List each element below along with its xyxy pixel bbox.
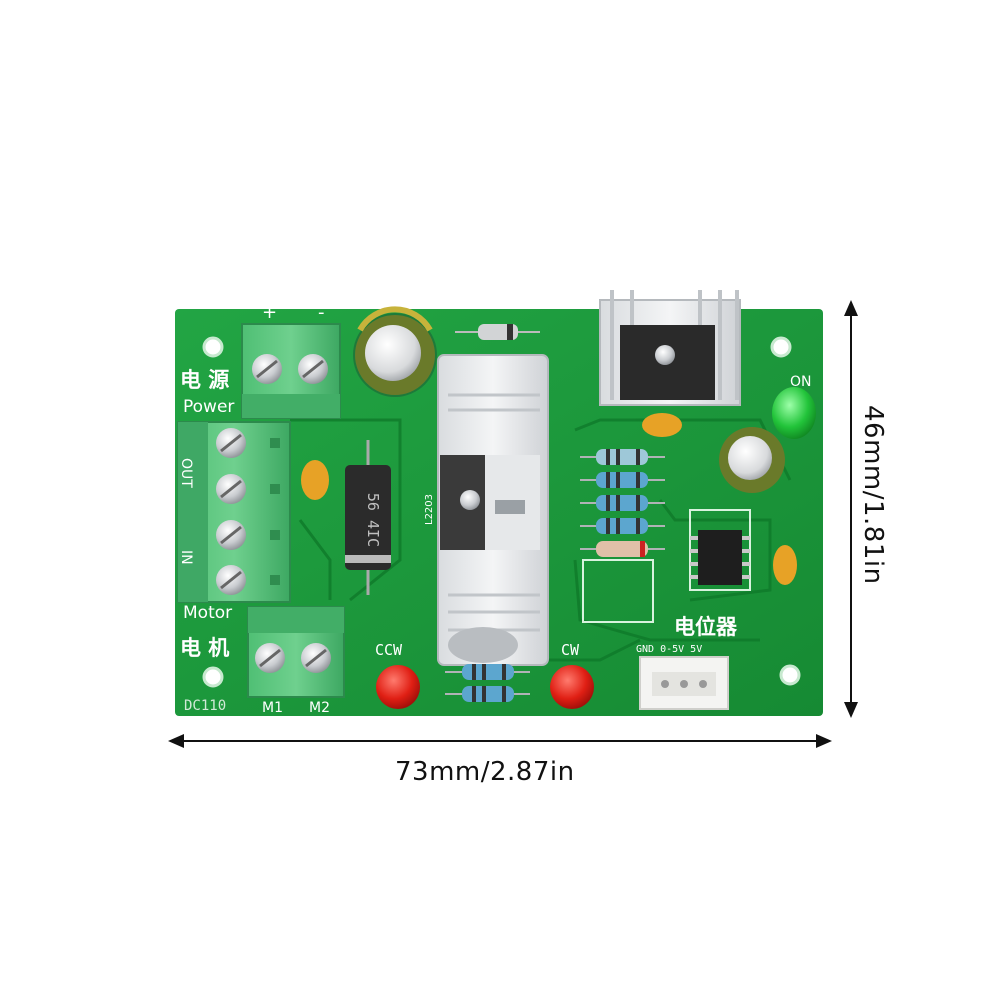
power-on-led	[772, 387, 816, 439]
on-label: ON	[790, 374, 812, 390]
ic-chip	[690, 530, 750, 585]
diode-marking: 56 4IC	[364, 493, 382, 547]
small-electrolytic-capacitor	[719, 427, 785, 493]
heat-sink	[437, 354, 549, 666]
in-label: IN	[178, 550, 194, 565]
cw-label: CW	[561, 641, 580, 659]
silkscreen-labels: + - 电 源 Power OUT IN Motor 电 机 DC110 M1 …	[178, 302, 812, 716]
regulator-part-label: L2203	[424, 494, 435, 525]
m1-label: M1	[262, 700, 283, 716]
small-diode	[455, 324, 540, 340]
ceramic-capacitor	[301, 413, 797, 585]
height-dimension-arrow	[844, 300, 858, 718]
width-dimension-arrow	[168, 734, 832, 748]
power-plus-label: +	[262, 302, 277, 323]
power-minus-label: -	[318, 302, 325, 323]
model-label: DC110	[184, 698, 226, 714]
cw-led	[550, 665, 594, 709]
potentiometer-connector	[639, 656, 729, 710]
output-terminal-block	[177, 421, 291, 603]
regulator-heatsink	[599, 290, 741, 406]
power-cn-label: 电 源	[180, 368, 229, 392]
height-dimension-label: 46mm/1.81in	[858, 405, 888, 585]
motor-cn-label: 电 机	[180, 636, 229, 660]
ccw-led	[376, 665, 420, 709]
potentiometer-pins-label: GND 0-5V 5V	[636, 644, 702, 655]
ccw-label: CCW	[375, 641, 403, 659]
power-terminal-block	[241, 323, 341, 419]
out-label: OUT	[178, 458, 194, 488]
electrolytic-capacitor	[353, 306, 437, 397]
rectifier-diode: 56 4IC	[345, 440, 391, 595]
power-en-label: Power	[183, 397, 234, 417]
resistors	[445, 449, 665, 702]
width-dimension-label: 73mm/2.87in	[395, 757, 575, 787]
m2-label: M2	[309, 700, 330, 716]
potentiometer-cn-label: 电位器	[674, 615, 738, 639]
motor-terminal-block	[247, 606, 345, 698]
motor-en-label: Motor	[183, 603, 232, 623]
